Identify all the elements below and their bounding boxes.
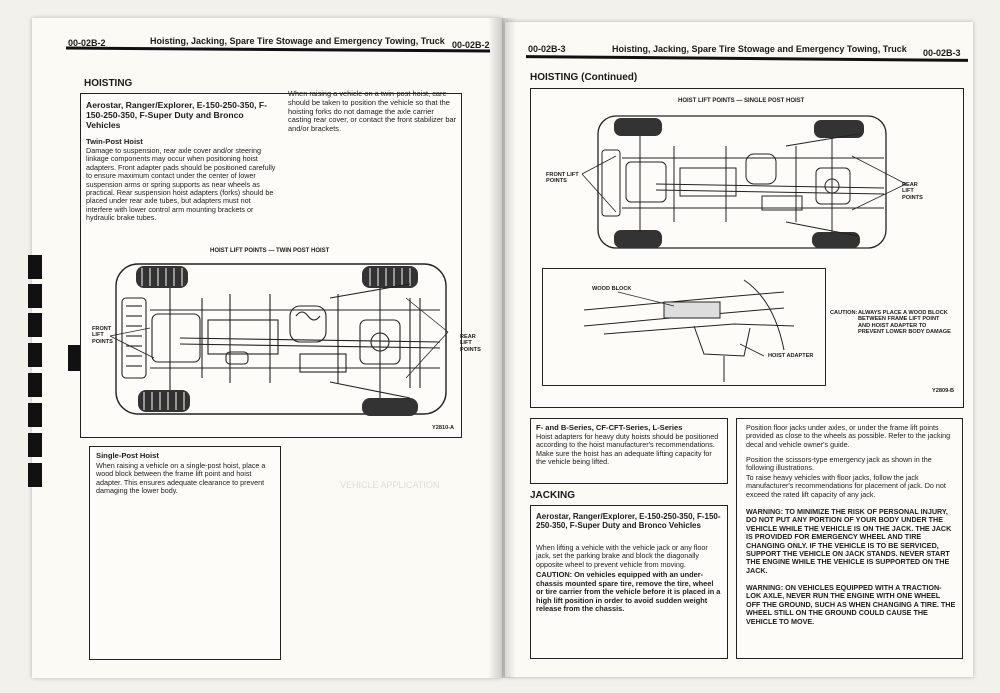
jacking-title: JACKING bbox=[530, 490, 576, 501]
right-section-title: HOISTING (Continued) bbox=[530, 72, 638, 83]
single-post-chassis-diagram bbox=[581, 115, 907, 249]
caution-label: CAUTION: bbox=[830, 310, 858, 316]
wood-block-inset-box bbox=[542, 268, 826, 386]
right-figure-id: Y2809-B bbox=[932, 388, 955, 394]
wood-block-label: WOOD BLOCK bbox=[592, 286, 632, 292]
left-models-heading: Aerostar, Ranger/Explorer, E-150-250-350… bbox=[86, 100, 268, 130]
hoist-adapter-label: HOIST ADAPTER bbox=[768, 353, 814, 359]
thumb-tab bbox=[28, 463, 42, 487]
left-header-code: 00-02B-2 bbox=[68, 38, 106, 48]
right-header-code: 00-02B-3 bbox=[528, 44, 566, 54]
wood-block-diagram bbox=[583, 279, 795, 382]
thumb-tab bbox=[28, 373, 42, 397]
section-tab-marker bbox=[68, 345, 82, 371]
f-series-title: F- and B-Series, CF-CFT-Series, L-Series bbox=[536, 423, 683, 432]
warning-traction-lok: WARNING: ON VEHICLES EQUIPPED WITH A TRA… bbox=[746, 583, 956, 626]
jack-caution: CAUTION: On vehicles equipped with an un… bbox=[536, 570, 721, 614]
f-series-box bbox=[530, 418, 728, 484]
left-rear-lift-points-label: REAR LIFT POINTS bbox=[460, 334, 481, 353]
jacking-box bbox=[530, 505, 728, 659]
right-header-title: Hoisting, Jacking, Spare Tire Stowage an… bbox=[612, 44, 907, 54]
twin-post-chassis-diagram bbox=[109, 263, 449, 416]
twin-post-text-2: When raising a vehicle on a twin-post ho… bbox=[288, 89, 457, 134]
thumb-tab bbox=[28, 343, 42, 367]
thumb-tab bbox=[28, 313, 42, 337]
single-post-box bbox=[89, 446, 281, 660]
left-figure-caption: HOIST LIFT POINTS — TWIN POST HOIST bbox=[210, 248, 330, 254]
right-front-lift-points-label: FRONT LIFT POINTS bbox=[546, 172, 579, 185]
jack-text: When lifting a vehicle with the vehicle … bbox=[536, 543, 708, 569]
jack-models-heading: Aerostar, Ranger/Explorer, E-150-250-350… bbox=[536, 512, 721, 531]
left-header-title: Hoisting, Jacking, Spare Tire Stowage an… bbox=[150, 36, 445, 46]
right-rear-lift-points-label: REAR LIFT POINTS bbox=[902, 182, 923, 201]
warning-personal-injury: WARNING: TO MINIMIZE THE RISK OF PERSONA… bbox=[746, 507, 952, 575]
caution-text: ALWAYS PLACE A WOOD BLOCK BETWEEN FRAME … bbox=[858, 310, 951, 336]
jack-col2-p3: To raise heavy vehicles with floor jacks… bbox=[746, 473, 946, 499]
single-post-text: When raising a vehicle on a single-post … bbox=[96, 461, 266, 496]
thumb-tab bbox=[28, 403, 42, 427]
thumb-tab bbox=[28, 433, 42, 457]
right-header-code-right: 00-02B-3 bbox=[923, 48, 961, 58]
left-section-title: HOISTING bbox=[84, 78, 133, 89]
thumb-tab bbox=[28, 284, 42, 308]
book-spine-shadow bbox=[488, 18, 516, 678]
right-figure-caption: HOIST LIFT POINTS — SINGLE POST HOIST bbox=[678, 98, 805, 104]
twin-post-text: Damage to suspension, rear axle cover an… bbox=[86, 146, 276, 223]
jack-col2-p2: Position the scissors-type emergency jac… bbox=[746, 455, 932, 473]
hoisting-box bbox=[80, 93, 462, 438]
thumb-tab bbox=[28, 255, 42, 279]
jacking-warnings-box bbox=[736, 418, 963, 659]
left-front-lift-points-label: FRONT LIFT POINTS bbox=[92, 326, 113, 345]
jack-col2-p1: Position floor jacks under axles, or und… bbox=[746, 423, 951, 449]
bleed-through-text: VEHICLE APPLICATION bbox=[340, 480, 440, 490]
twin-post-title: Twin-Post Hoist bbox=[86, 137, 143, 146]
left-figure-id: Y2810-A bbox=[432, 425, 455, 431]
f-series-text: Hoist adapters for heavy duty hoists sho… bbox=[536, 432, 719, 467]
left-header-code-right: 00-02B-2 bbox=[452, 40, 490, 50]
single-post-title: Single-Post Hoist bbox=[96, 451, 159, 460]
